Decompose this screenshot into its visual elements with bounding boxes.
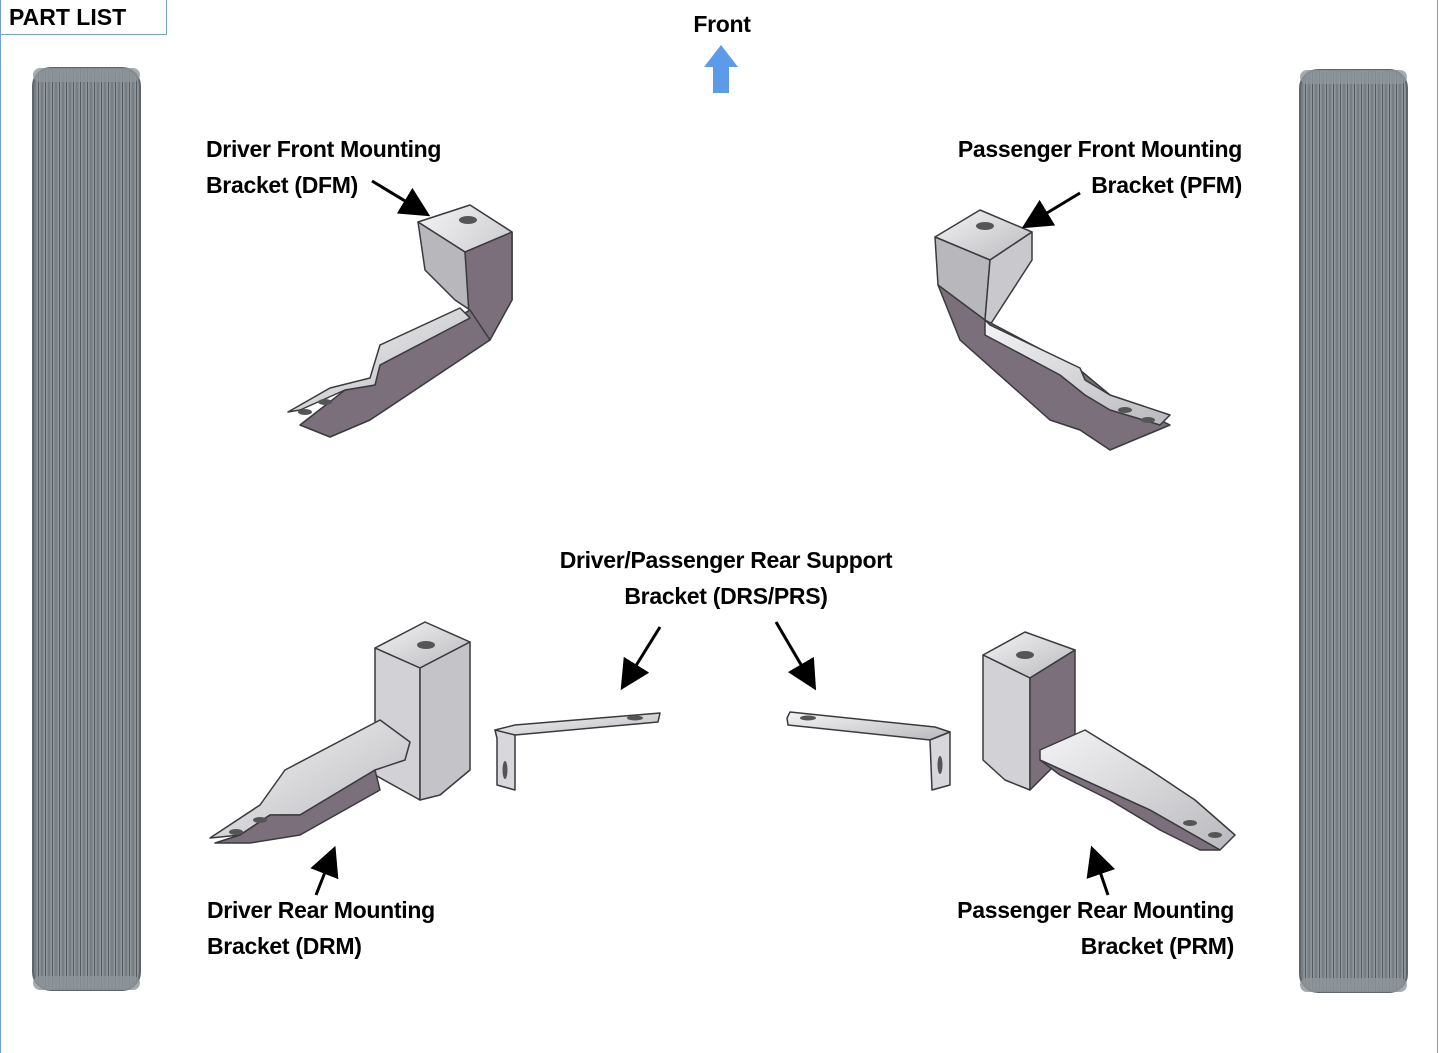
prm-pointer-arrow (1086, 845, 1116, 896)
drm-label: Driver Rear Mounting Bracket (DRM) (207, 892, 435, 964)
drs-bracket (494, 712, 661, 791)
prm-label: Passenger Rear Mounting Bracket (PRM) (934, 892, 1234, 964)
drm-label-line2: Bracket (DRM) (207, 933, 362, 959)
front-label: Front (693, 11, 751, 37)
dfm-label-line1: Driver Front Mounting (206, 136, 442, 162)
pfm-label-line2: Bracket (PFM) (1091, 172, 1242, 198)
left-running-board (32, 67, 141, 991)
pfm-label-line1: Passenger Front Mounting (957, 136, 1242, 162)
rs-label: Driver/Passenger Rear Support Bracket (D… (546, 542, 906, 614)
rs-label-line1: Driver/Passenger Rear Support (559, 547, 893, 573)
prm-bracket (982, 631, 1236, 851)
prs-bracket (786, 711, 951, 791)
prm-label-line1: Passenger Rear Mounting (957, 897, 1234, 923)
pfm-label: Passenger Front Mounting Bracket (PFM) (942, 131, 1242, 203)
dfm-label: Driver Front Mounting Bracket (DFM) (206, 131, 441, 203)
front-arrow-icon (704, 45, 738, 93)
pfm-bracket (934, 209, 1171, 451)
dfm-label-line2: Bracket (DFM) (206, 172, 359, 198)
drm-pointer-arrow (310, 845, 339, 896)
pfm-pointer-arrow (1021, 191, 1081, 229)
dfm-pointer-arrow (371, 179, 431, 217)
part-list-title: PART LIST (0, 0, 167, 35)
rs-label-line2: Bracket (DRS/PRS) (624, 583, 828, 609)
drm-label-line1: Driver Rear Mounting (207, 897, 435, 923)
drs-pointer-arrow (620, 626, 662, 691)
right-running-board (1299, 69, 1408, 993)
prs-pointer-arrow (774, 621, 817, 691)
dfm-bracket (287, 204, 513, 438)
prm-label-line2: Bracket (PRM) (1080, 933, 1235, 959)
drm-bracket (209, 621, 471, 844)
